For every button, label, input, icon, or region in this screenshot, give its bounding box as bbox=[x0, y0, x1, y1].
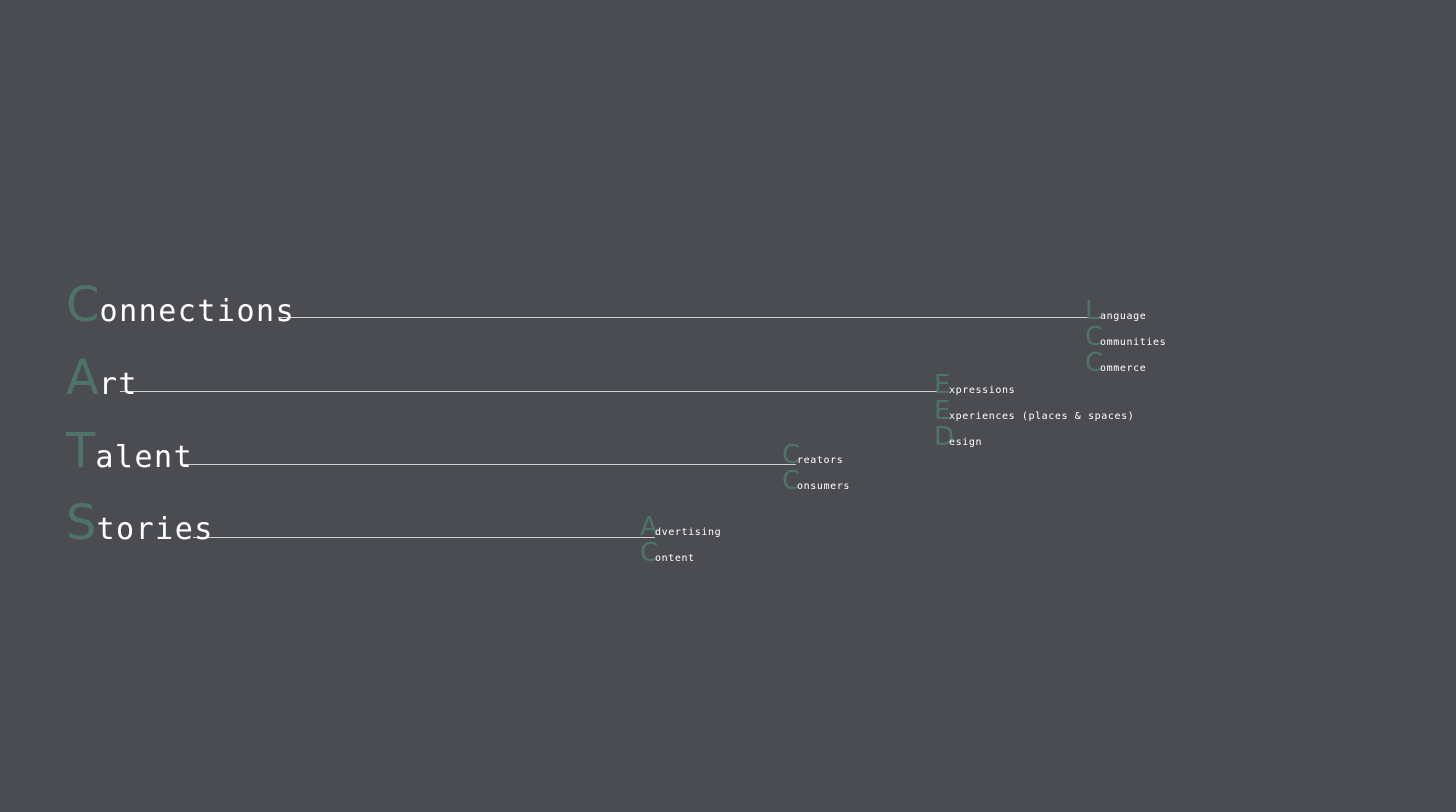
sub-word-rest: esign bbox=[949, 437, 983, 448]
sub-word-rest: xperiences (places & spaces) bbox=[949, 411, 1135, 422]
main-word-rest: rt bbox=[98, 367, 138, 402]
main-word-art: A rt bbox=[66, 354, 138, 402]
connector-line-stories bbox=[193, 537, 655, 538]
sub-word-experiences: E xperiences (places & spaces) bbox=[934, 398, 1134, 424]
sub-initial: C bbox=[782, 466, 801, 496]
sub-initial: E bbox=[934, 370, 951, 400]
sub-word-content: C ontent bbox=[640, 540, 695, 566]
sub-word-rest: ontent bbox=[655, 553, 695, 564]
connector-line-talent bbox=[184, 464, 796, 465]
sub-initial: D bbox=[934, 422, 955, 452]
sub-word-rest: ommunities bbox=[1100, 337, 1167, 348]
sub-word-rest: reators bbox=[797, 455, 844, 466]
main-word-rest: alent bbox=[95, 440, 194, 475]
main-word-rest: onnections bbox=[99, 294, 296, 329]
sub-initial: L bbox=[1085, 296, 1100, 326]
sub-word-consumers: C onsumers bbox=[782, 468, 850, 494]
main-initial: S bbox=[66, 495, 97, 551]
sub-word-expressions: E xpressions bbox=[934, 372, 1015, 398]
main-word-stories: S tories bbox=[66, 499, 214, 547]
sub-word-advertising: A dvertising bbox=[640, 514, 721, 540]
sub-word-communities: C ommunities bbox=[1085, 324, 1166, 350]
sub-word-rest: xpressions bbox=[949, 385, 1016, 396]
sub-word-design: D esign bbox=[934, 424, 982, 450]
sub-initial: E bbox=[934, 396, 951, 426]
sub-initial: A bbox=[640, 512, 658, 542]
main-word-rest: tories bbox=[96, 512, 214, 547]
sub-word-rest: onsumers bbox=[797, 481, 850, 492]
connector-line-art bbox=[120, 391, 948, 392]
sub-initial: C bbox=[1085, 348, 1104, 378]
sub-word-commerce: C ommerce bbox=[1085, 350, 1146, 376]
connector-line-connections bbox=[278, 317, 1100, 318]
sub-word-rest: dvertising bbox=[655, 527, 722, 538]
main-word-connections: C onnections bbox=[66, 281, 295, 329]
sub-word-creators: C reators bbox=[782, 442, 843, 468]
sub-initial: C bbox=[782, 440, 801, 470]
sub-initial: C bbox=[1085, 322, 1104, 352]
sub-word-rest: ommerce bbox=[1100, 363, 1147, 374]
main-word-talent: T alent bbox=[66, 427, 193, 475]
main-initial: A bbox=[66, 350, 99, 406]
sub-initial: C bbox=[640, 538, 659, 568]
sub-word-language: L anguage bbox=[1085, 298, 1146, 324]
main-initial: C bbox=[66, 277, 100, 333]
main-initial: T bbox=[66, 423, 96, 479]
sub-word-rest: anguage bbox=[1100, 311, 1147, 322]
